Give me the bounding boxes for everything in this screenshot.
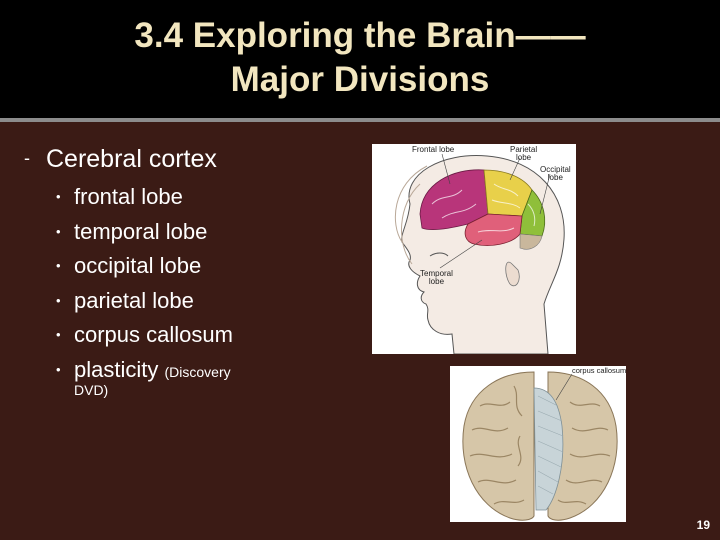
list-item: • parietal lobe bbox=[56, 284, 233, 319]
callosum-fibers bbox=[537, 395, 564, 495]
bullet-marker: • bbox=[56, 189, 61, 204]
list-item-text: parietal lobe bbox=[74, 287, 194, 313]
list-item-text: occipital lobe bbox=[74, 253, 202, 278]
bullet-marker: • bbox=[56, 361, 61, 377]
list-item-text: corpus callosum bbox=[74, 322, 233, 347]
ear bbox=[505, 261, 520, 287]
left-gyri-folds bbox=[469, 385, 525, 505]
slide-title: 3.4 Exploring the Brain—— Major Division… bbox=[60, 14, 660, 102]
bullet-marker: • bbox=[56, 292, 61, 308]
main-bullet-text: Cerebral cortex bbox=[46, 145, 217, 173]
left-hemisphere bbox=[462, 371, 535, 521]
frontal-lobe-label: Frontal lobe bbox=[412, 145, 455, 154]
parietal-label-line-1: Parietal bbox=[510, 145, 538, 154]
list-item: • frontal lobe bbox=[56, 180, 233, 215]
cerebellum-region bbox=[519, 233, 543, 250]
list-item: • plasticity (Discovery bbox=[56, 353, 233, 390]
bullet-marker: • bbox=[56, 223, 61, 239]
head-profile-drawing bbox=[394, 153, 565, 354]
parietal-lobe-label: Parietal lobe bbox=[510, 146, 537, 162]
temporal-label-line-2: lobe bbox=[428, 277, 445, 286]
leader-line bbox=[539, 173, 551, 215]
brain-lobes-illustration: Frontal lobe Parietal lobe Occipital lob… bbox=[372, 144, 576, 354]
sub-bullet-list: • frontal lobe • temporal lobe • occipital … bbox=[56, 180, 233, 389]
main-bullet: -Cerebral cortex bbox=[24, 142, 217, 175]
list-item: • occipital lobe bbox=[56, 249, 233, 284]
leader-line bbox=[441, 153, 451, 185]
leader-line bbox=[555, 373, 573, 401]
title-line-2: Major Divisions bbox=[230, 60, 490, 99]
list-item-text: frontal lobe bbox=[74, 184, 183, 209]
list-item: • temporal lobe bbox=[56, 215, 233, 250]
list-item: • corpus callosum bbox=[56, 318, 233, 353]
list-item-note: (Discovery bbox=[164, 363, 231, 380]
parietal-label-line-2: lobe bbox=[516, 153, 532, 162]
temporal-lobe-label: Temporal lobe bbox=[420, 270, 453, 286]
list-item-note-continuation: DVD) bbox=[74, 382, 109, 398]
eye bbox=[429, 252, 449, 257]
list-item-text: plasticity bbox=[74, 356, 159, 382]
page-number: 19 bbox=[696, 518, 710, 532]
right-gyri-folds bbox=[557, 401, 611, 505]
bullet-marker: • bbox=[56, 327, 61, 342]
temporal-label-line-1: Temporal bbox=[420, 269, 453, 278]
leader-line bbox=[509, 157, 521, 181]
occipital-label-line-1: Occipital bbox=[540, 165, 571, 174]
list-item-text: temporal lobe bbox=[74, 218, 208, 244]
occipital-lobe-label: Occipital lobe bbox=[540, 166, 571, 182]
title-bar: 3.4 Exploring the Brain—— Major Division… bbox=[0, 0, 720, 118]
title-divider bbox=[0, 118, 720, 122]
hair-strands bbox=[394, 165, 428, 265]
bullet-marker: • bbox=[56, 258, 61, 273]
corpus-callosum-label: corpus callosum bbox=[572, 366, 626, 375]
occipital-label-line-2: lobe bbox=[547, 173, 563, 182]
right-hemisphere bbox=[547, 371, 618, 521]
brain-top-view-drawing bbox=[462, 371, 618, 521]
title-line-1: 3.4 Exploring the Brain—— bbox=[134, 16, 586, 55]
dash-marker: - bbox=[24, 148, 30, 168]
corpus-callosum-illustration: corpus callosum bbox=[450, 366, 626, 522]
brain-sulci bbox=[431, 183, 536, 233]
leader-line bbox=[439, 239, 483, 269]
